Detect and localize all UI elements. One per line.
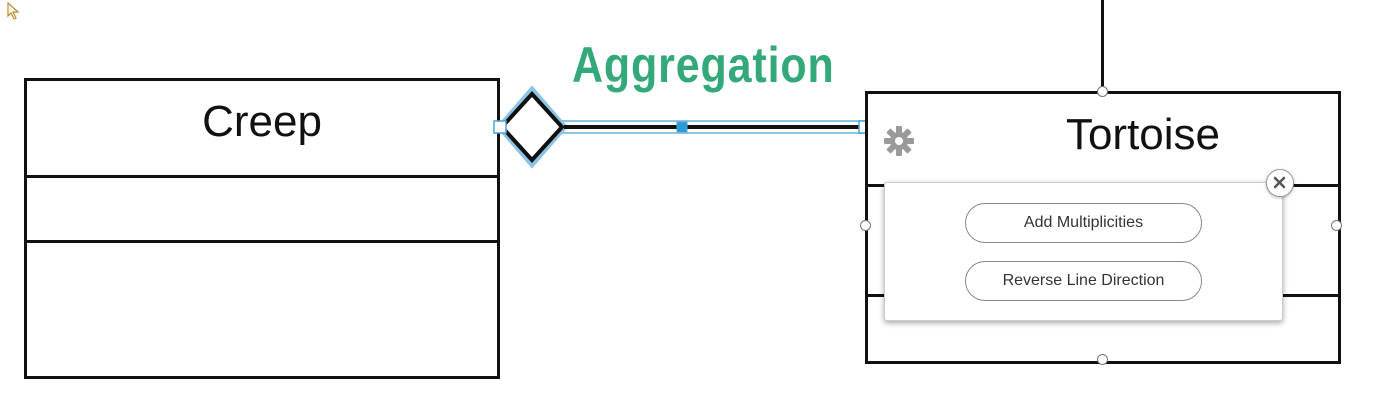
class-name-section: Creep [27, 81, 497, 178]
class-attributes-section[interactable] [27, 178, 497, 243]
aggregation-diamond [499, 91, 565, 163]
gear-icon[interactable] [882, 124, 916, 158]
resize-handle-right[interactable] [1331, 220, 1342, 231]
context-menu: Add Multiplicities Reverse Line Directio… [884, 182, 1283, 321]
connector-line-top[interactable] [1101, 0, 1104, 92]
resize-handle-top[interactable] [1097, 86, 1108, 97]
relationship-label[interactable]: Aggregation [572, 37, 835, 93]
class-box-creep[interactable]: Creep [24, 78, 500, 379]
class-name-tortoise[interactable]: Tortoise [1065, 110, 1221, 159]
class-name-creep[interactable]: Creep [202, 97, 322, 146]
aggregation-connector[interactable] [490, 82, 880, 172]
mouse-cursor-icon [7, 2, 20, 20]
resize-handle-left[interactable] [860, 220, 871, 231]
close-icon [1273, 176, 1286, 189]
connector-midpoint-handle [676, 121, 688, 133]
resize-handle-bottom[interactable] [1097, 354, 1108, 365]
connector-endpoint-handle-left [493, 120, 507, 134]
add-multiplicities-button[interactable]: Add Multiplicities [965, 203, 1202, 243]
close-menu-button[interactable] [1266, 169, 1294, 197]
reverse-line-direction-button[interactable]: Reverse Line Direction [965, 261, 1202, 301]
